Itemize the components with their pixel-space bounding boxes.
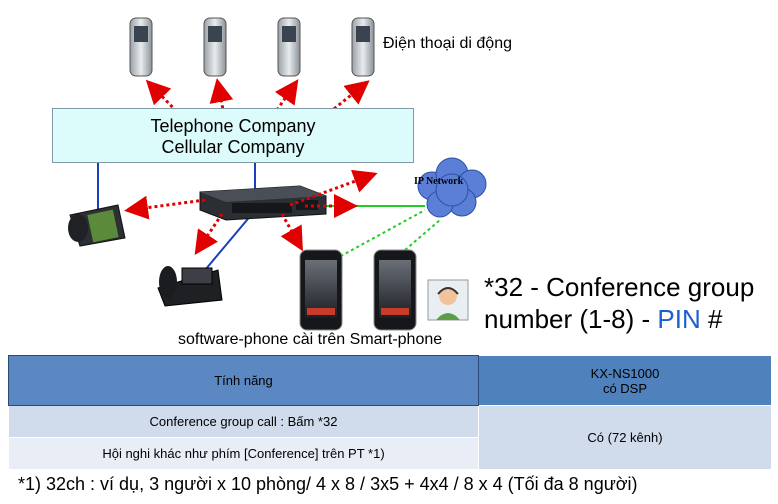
smartphone-icon [299,249,343,331]
ip-cloud-icon [417,157,487,218]
user-headset-icon [427,279,469,321]
pin-label: PIN [657,304,701,334]
smartphone-icon [373,249,417,331]
red-call-arrows [124,169,378,255]
feature-code-main: *32 - Conference group number (1-8) - [484,272,755,334]
mobile-phone-icon [129,17,153,77]
table-row-conference-key: Hội nghi khác như phím [Conference] trên… [8,437,479,470]
desk-phone-icon [157,266,223,307]
ip-network-label: IP Network [414,176,464,187]
header-model: KX-NS1000 có DSP [478,355,772,406]
mobile-phone-icon [203,17,227,77]
feature-table: Tính năng KX-NS1000 có DSP Conference gr… [8,355,772,470]
carrier-line-2: Cellular Company [161,137,305,157]
conference-diagram [68,17,487,331]
mobile-phone-icon [277,17,301,77]
table-value: Có (72 kênh) [478,405,772,470]
mobile-phone-icon [351,17,375,77]
smartphone-label: software-phone cài trên Smart-phone [178,331,443,348]
feature-code-text: *32 - Conference group number (1-8) - PI… [484,271,774,335]
header-model-line-2: có DSP [602,380,648,396]
table-row-conference-call: Conference group call : Bấm *32 [8,405,479,438]
header-feature: Tính năng [8,355,479,406]
carrier-line-1: Telephone Company [150,116,316,136]
desk-phone-icon [68,204,126,247]
footnote: *1) 32ch : ví dụ, 3 người x 10 phòng/ 4 … [18,474,638,494]
feature-code-tail: # [700,304,723,334]
carrier-box: Telephone Company Cellular Company [52,108,414,163]
header-model-line-1: KX-NS1000 [590,365,660,381]
pbx-device-icon [199,185,327,221]
mobile-phone-label: Điện thoại di động [383,35,512,52]
